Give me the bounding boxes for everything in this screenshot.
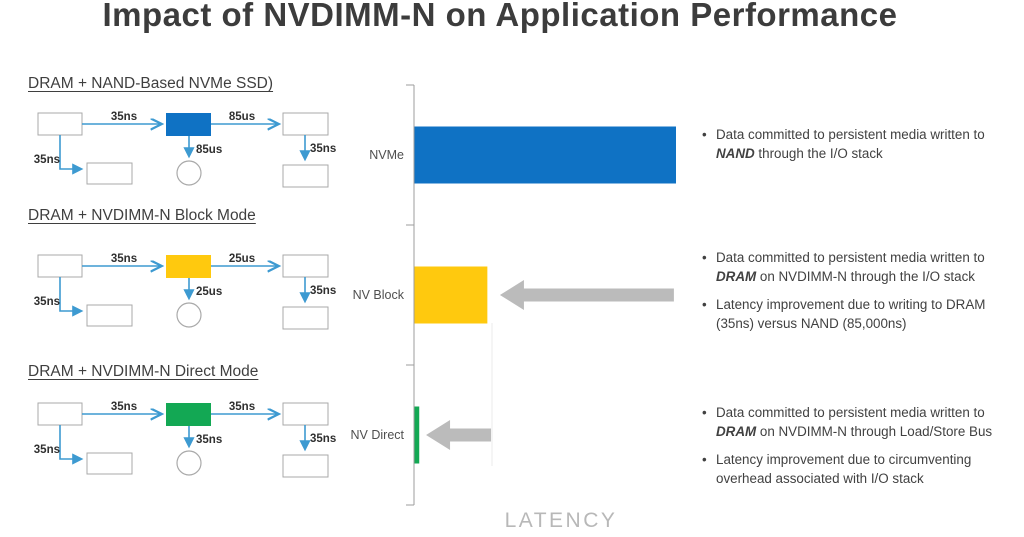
flow-box	[282, 112, 329, 136]
emphasized-term: DRAM	[716, 269, 757, 285]
flow-diagram-block: 35ns 25us 25us 35ns 35ns	[34, 253, 336, 330]
latency-chart: NVMe NV Block NV Direct LATENCY	[351, 84, 676, 532]
flow-circle	[176, 302, 202, 328]
emphasized-term: NAND	[716, 146, 755, 162]
bullet-group-nv-block: Data committed to persistent media writt…	[700, 248, 1024, 342]
flow-box-center	[166, 113, 211, 136]
arrow-label: 35ns	[310, 433, 336, 445]
bullet-list: Data committed to persistent media writt…	[700, 248, 1024, 333]
bar-nv-block	[414, 266, 488, 324]
flow-box	[37, 402, 83, 426]
arrow-left-down	[59, 425, 84, 465]
bullet-group-nv-direct: Data committed to persistent media writt…	[700, 403, 1024, 497]
flow-box	[86, 304, 133, 327]
slide-title: Impact of NVDIMM-N on Application Perfor…	[102, 0, 898, 33]
category-label-nv-direct: NV Direct	[351, 428, 405, 442]
flow-box-center	[166, 403, 211, 426]
arrow-label: 35ns	[111, 111, 137, 123]
arrow-label: 35ns	[111, 253, 137, 265]
bullet-list: Data committed to persistent media writt…	[700, 125, 1024, 163]
bullet-item: Data committed to persistent media writt…	[700, 125, 1024, 163]
arrow-label: 35ns	[310, 143, 336, 155]
flow-box	[282, 306, 329, 330]
arrow-left-down	[59, 277, 84, 317]
bar-nvme	[414, 126, 676, 184]
arrow-label: 25us	[229, 253, 255, 265]
flow-box	[86, 162, 133, 185]
flow-box	[282, 164, 329, 188]
improvement-arrow	[499, 280, 674, 310]
flow-box	[282, 454, 329, 478]
section-heading: DRAM + NVDIMM-N Block Mode	[28, 207, 256, 224]
flow-diagram-direct: 35ns 35ns 35ns 35ns 35ns	[34, 401, 336, 478]
flow-diagram-nvme: 35ns 85us 85us 35ns 35ns	[34, 111, 336, 188]
arrow-left-down	[59, 135, 84, 175]
flow-box-center	[166, 255, 211, 278]
flow-box	[86, 452, 133, 475]
arrow-label: 35ns	[34, 296, 60, 308]
arrow-label: 85us	[229, 111, 255, 123]
bullet-item: Data committed to persistent media writt…	[700, 248, 1024, 286]
flow-circle	[176, 160, 202, 186]
bars-layer	[414, 126, 676, 464]
improvement-arrow	[426, 420, 492, 450]
arrow-label: 85us	[196, 144, 222, 156]
arrows-layer	[426, 280, 674, 450]
section-heading: DRAM + NAND-Based NVMe SSD)	[28, 75, 274, 92]
flow-box	[282, 402, 329, 426]
emphasized-term: DRAM	[716, 424, 757, 440]
arrow-label: 35ns	[196, 434, 222, 446]
flow-circle	[176, 450, 202, 476]
category-label-nv-block: NV Block	[353, 288, 405, 302]
latency-axis-title: LATENCY	[505, 509, 618, 532]
flow-box	[282, 254, 329, 278]
arrow-label: 35ns	[111, 401, 137, 413]
category-label-nvme: NVMe	[369, 148, 404, 162]
section-heading: DRAM + NVDIMM-N Direct Mode	[28, 363, 259, 380]
bar-nv-direct	[414, 406, 420, 464]
bullet-item: Latency improvement due to writing to DR…	[700, 295, 1024, 333]
arrow-label: 35ns	[310, 285, 336, 297]
bullet-list: Data committed to persistent media writt…	[700, 403, 1024, 488]
bullet-item: Data committed to persistent media writt…	[700, 403, 1024, 441]
arrow-label: 35ns	[229, 401, 255, 413]
flow-box	[37, 254, 83, 278]
arrow-label: 25us	[196, 286, 222, 298]
bullet-item: Latency improvement due to circumventing…	[700, 450, 1024, 488]
flow-box	[37, 112, 83, 136]
arrow-label: 35ns	[34, 154, 60, 166]
bullet-group-nvme: Data committed to persistent media writt…	[700, 125, 1024, 172]
arrow-label: 35ns	[34, 444, 60, 456]
